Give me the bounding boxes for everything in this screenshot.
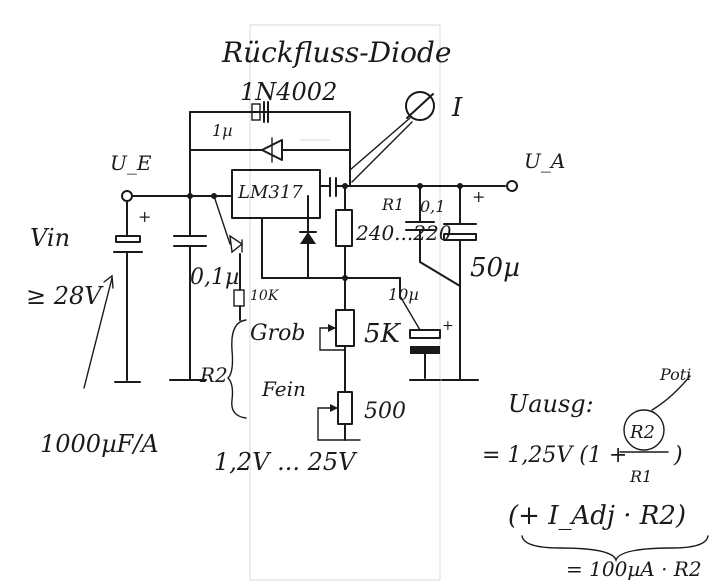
- pot-fein: [317, 385, 361, 441]
- output-electrolytic-cap: [441, 185, 479, 381]
- formula-close: ): [673, 443, 683, 468]
- adj-electrolytic-cap: +: [399, 277, 454, 381]
- formula-line2: (+ I_Adj · R2): [508, 501, 686, 531]
- output-rail: +: [319, 111, 518, 206]
- formula-r1: R1: [629, 467, 652, 486]
- input-cap-rule-label: 1000µF/A: [40, 430, 159, 458]
- input-terminal-label: U_E: [110, 151, 152, 175]
- input-ceramic-cap-label: 0,1µ: [190, 265, 239, 290]
- resistor-10k-label: 10K: [250, 288, 280, 304]
- lm317-block: [231, 169, 321, 219]
- diode-1n4002: [189, 101, 351, 151]
- svg-text:+: +: [138, 207, 151, 226]
- ammeter: [349, 91, 435, 183]
- output-protection-diode: [299, 195, 317, 279]
- svg-text:+: +: [472, 187, 485, 206]
- lm317-label: LM317: [237, 182, 303, 203]
- output-electrolytic-cap-label: 50µ: [470, 253, 520, 283]
- ammeter-label: I: [451, 93, 463, 123]
- range-label: 1,2V ... 25V: [214, 448, 358, 476]
- adj-protection-diode: [213, 195, 263, 279]
- pot-fein-label: Fein: [261, 377, 306, 401]
- r1-value-label: 240...220: [355, 221, 452, 245]
- formula-expression: = 1,25V (1 + ): [482, 375, 691, 468]
- pot-grob-value-label: 5K: [364, 319, 402, 349]
- formula-underbrace: [521, 535, 709, 563]
- vin-min-label: ≥ 28V: [26, 282, 104, 310]
- input-electrolytic-cap: +: [83, 200, 151, 389]
- input-ceramic-cap: [169, 195, 207, 381]
- pot-grob-label: Grob: [250, 321, 305, 346]
- r1-label: R1: [381, 195, 404, 214]
- resistor-r1: [335, 185, 353, 301]
- output-terminal-label: U_A: [524, 149, 565, 173]
- svg-text:+: +: [442, 318, 454, 334]
- pot-fein-value-label: 500: [364, 399, 406, 424]
- resistor-10k: [233, 253, 245, 321]
- formula-line3: = 100µA · R2: [566, 557, 702, 581]
- formula-prefix: = 1,25V (1 +: [482, 443, 627, 468]
- bypass-capacitor: [189, 137, 351, 163]
- vin-label: Vin: [30, 224, 70, 252]
- pot-grob: [319, 299, 355, 387]
- bypass-cap-label: 1µ: [212, 121, 233, 140]
- formula-heading: Uausg:: [508, 390, 594, 418]
- r2-bracket: [227, 319, 247, 419]
- formula-r2: R2: [629, 422, 655, 443]
- output-ceramic-cap-label: 0,1: [420, 197, 445, 216]
- title-label: Rückfluss-Diode: [221, 36, 451, 69]
- formula-poti-label: Poti: [659, 365, 691, 384]
- r2-label: R2: [199, 363, 228, 387]
- adj-cap-label: 10µ: [388, 285, 419, 304]
- output-ceramic-cap: [405, 185, 461, 287]
- diode-label: 1N4002: [240, 78, 337, 106]
